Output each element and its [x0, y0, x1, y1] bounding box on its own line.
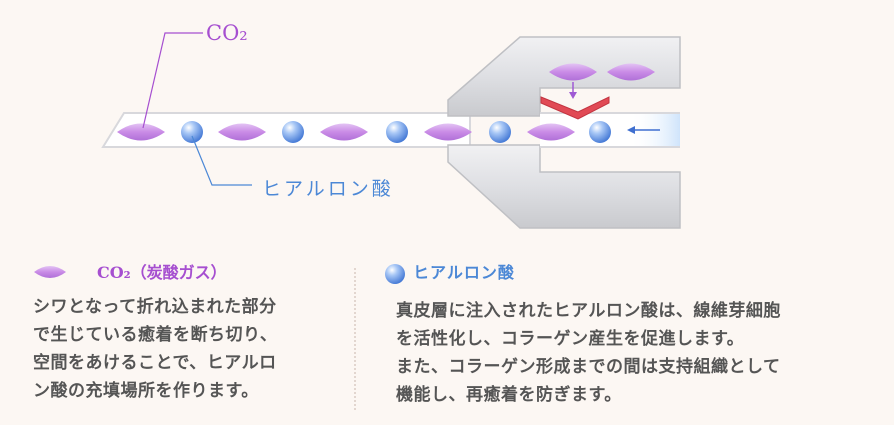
hyaluronic-description-line: を活性化し、コラーゲン産生を促進します。: [396, 329, 745, 349]
co2-description-line: シワとなって折れ込まれた部分: [33, 297, 277, 317]
co2-bubble: [424, 123, 472, 141]
hyaluronic-sphere: [589, 121, 611, 143]
injection-diagram: CO₂ ヒアルロン酸: [101, 21, 681, 229]
down-arrow-icon: [569, 92, 577, 99]
co2-valve: [540, 96, 610, 120]
co2-bubble: [117, 123, 165, 141]
hyaluronic-legend-icon: [385, 264, 405, 284]
co2-legend-title: CO₂（炭酸ガス）: [97, 263, 227, 282]
hyaluronic-legend-title: ヒアルロン酸: [413, 263, 515, 282]
hyaluronic-label: ヒアルロン酸: [262, 178, 394, 200]
co2-description-line: 空間をあけることで、ヒアルロ: [33, 353, 277, 373]
co2-bubble: [320, 123, 368, 141]
co2-label: CO₂: [206, 21, 248, 45]
co2-bubble: [607, 63, 655, 81]
co2-callout-line: [142, 32, 203, 129]
co2-legend-description: シワとなって折れ込まれた部分 で生じている癒着を断ち切り、 空間をあけることで、…: [33, 293, 343, 405]
legend-divider: [354, 268, 356, 410]
hyaluronic-sphere: [386, 121, 408, 143]
co2-bubble: [218, 123, 266, 141]
co2-description-line: ン酸の充填場所を作ります。: [33, 381, 259, 401]
hyaluronic-description-line: 真皮層に注入されたヒアルロン酸は、線維芽細胞: [396, 301, 781, 321]
left-arrow-icon: [627, 126, 635, 134]
hyaluronic-legend-description: 真皮層に注入されたヒアルロン酸は、線維芽細胞 を活性化し、コラーゲン産生を促進し…: [396, 297, 886, 409]
co2-legend-icon: [34, 266, 66, 278]
hyaluronic-sphere: [181, 121, 203, 143]
hyaluronic-sphere: [489, 121, 511, 143]
co2-description-line: で生じている癒着を断ち切り、: [33, 325, 278, 345]
hyaluronic-description-line: 機能し、再癒着を防ぎます。: [396, 385, 622, 405]
co2-bubble: [527, 123, 575, 141]
hyaluronic-sphere: [282, 121, 304, 143]
co2-bubble: [549, 63, 597, 81]
hyaluronic-description-line: また、コラーゲン形成までの間は支持組織として: [396, 357, 781, 377]
hyaluronic-callout-line: [191, 135, 252, 186]
